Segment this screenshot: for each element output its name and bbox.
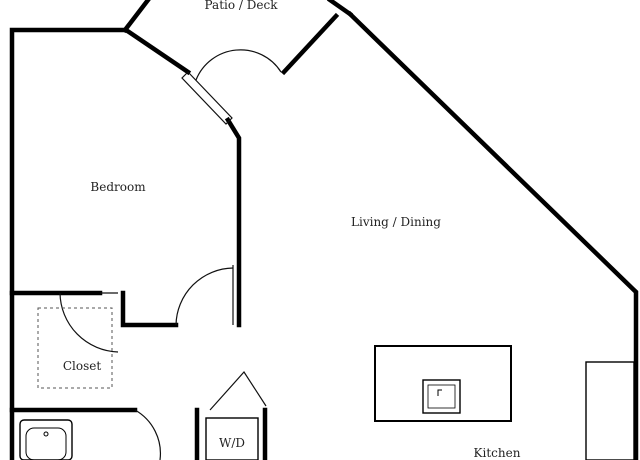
room-label-wd: W/D: [219, 436, 245, 450]
kitchen-sink: [422, 379, 461, 414]
room-label-living: Living / Dining: [351, 215, 441, 229]
patio-right-wall: [326, 0, 354, 18]
closet-door-arc: [59, 292, 119, 353]
faucet-icon: [437, 389, 442, 396]
door-swings: [59, 49, 282, 460]
left-exterior-wall: [9, 27, 128, 460]
closet-right-stub: [120, 290, 179, 328]
bath-door-arc: [134, 409, 162, 460]
bathtub-inner: [25, 427, 67, 460]
wd-bifold-door: [209, 371, 267, 411]
washer-dryer-box: [205, 417, 259, 460]
tub-drain-icon: [43, 431, 49, 437]
patio-door-arc: [195, 49, 282, 81]
bedroom-door-arc: [175, 267, 234, 326]
bedroom-angled-wall: [224, 116, 242, 328]
room-label-kitchen: Kitchen: [474, 446, 521, 460]
right-diagonal-wall: [346, 10, 639, 460]
kitchen-island: [374, 345, 512, 422]
patio-right-lower-wall: [280, 12, 340, 76]
room-label-bedroom: Bedroom: [90, 180, 146, 194]
closet-rod-dashed: [37, 307, 113, 389]
bathtub: [19, 419, 73, 460]
kitchen-counter: [585, 361, 635, 460]
patio-left-wall: [121, 0, 151, 34]
walls: [9, 0, 639, 460]
kitchen-sink-basin: [427, 384, 456, 409]
patio-diagonal-wall: [122, 26, 192, 76]
room-label-closet: Closet: [63, 359, 102, 373]
room-label-patio: Patio / Deck: [205, 0, 279, 12]
patio-slider-frame: [181, 71, 233, 125]
